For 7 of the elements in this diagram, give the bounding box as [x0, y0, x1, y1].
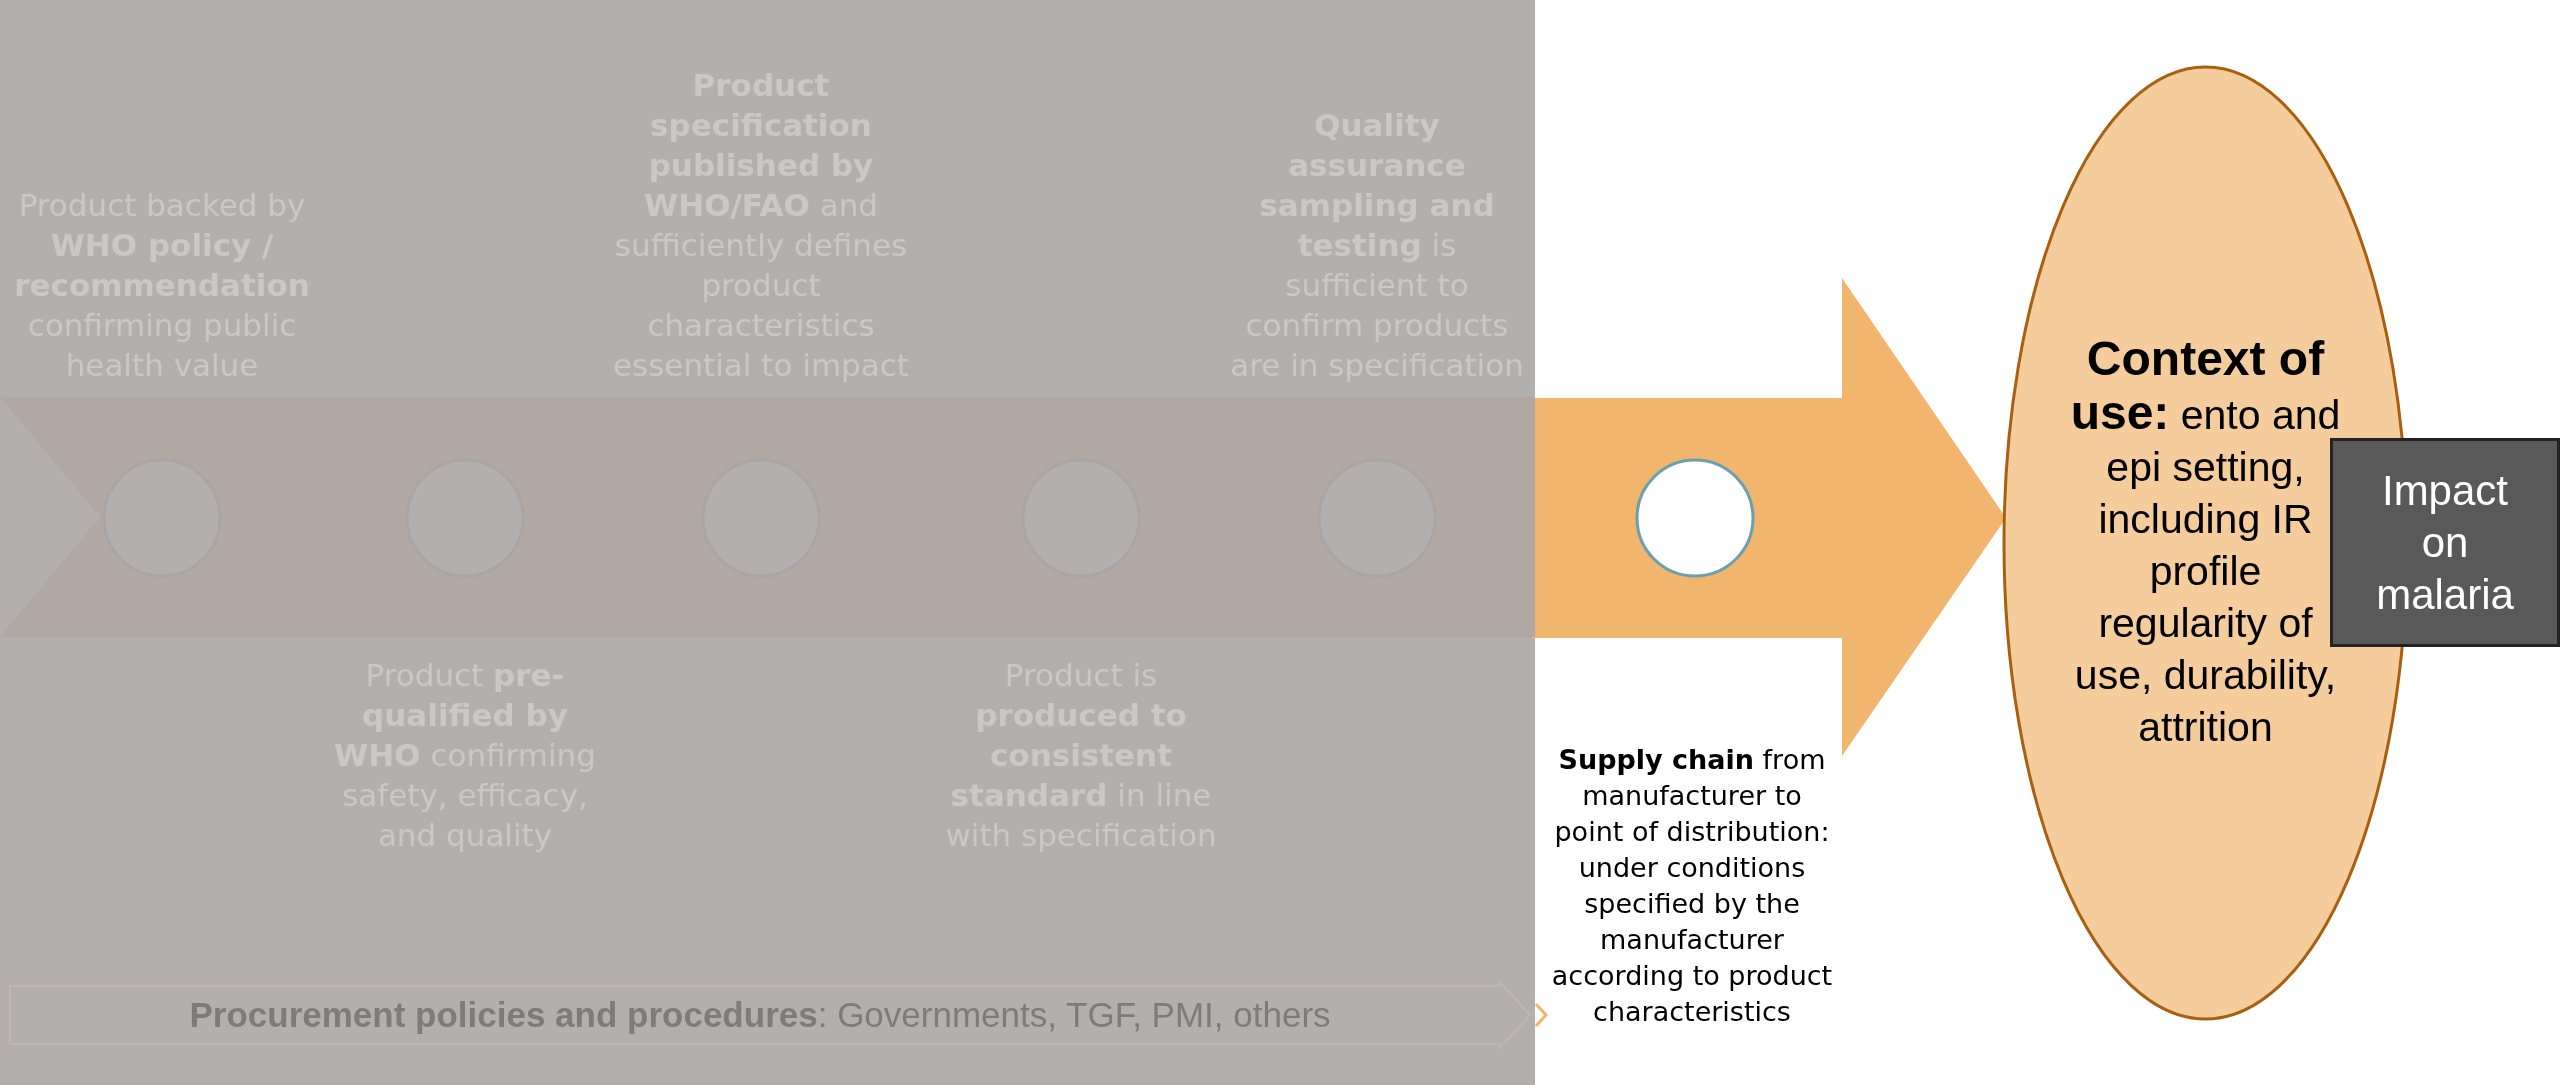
block-arrow — [1532, 278, 2006, 756]
milestone-circle — [1635, 458, 1755, 578]
chevron-band — [0, 397, 1535, 637]
supply-chain-note: Supply chain from manufacturer to point of distribution: under conditions specified by the manufacturer according to product characteristics — [1550, 743, 1834, 1029]
context-text: Context of use: ento and epi setting, including IR profile regularity of use, durability, attrition — [2069, 333, 2342, 752]
impact-text: Impact on malaria — [2375, 465, 2515, 620]
impact-box — [2330, 438, 2560, 647]
